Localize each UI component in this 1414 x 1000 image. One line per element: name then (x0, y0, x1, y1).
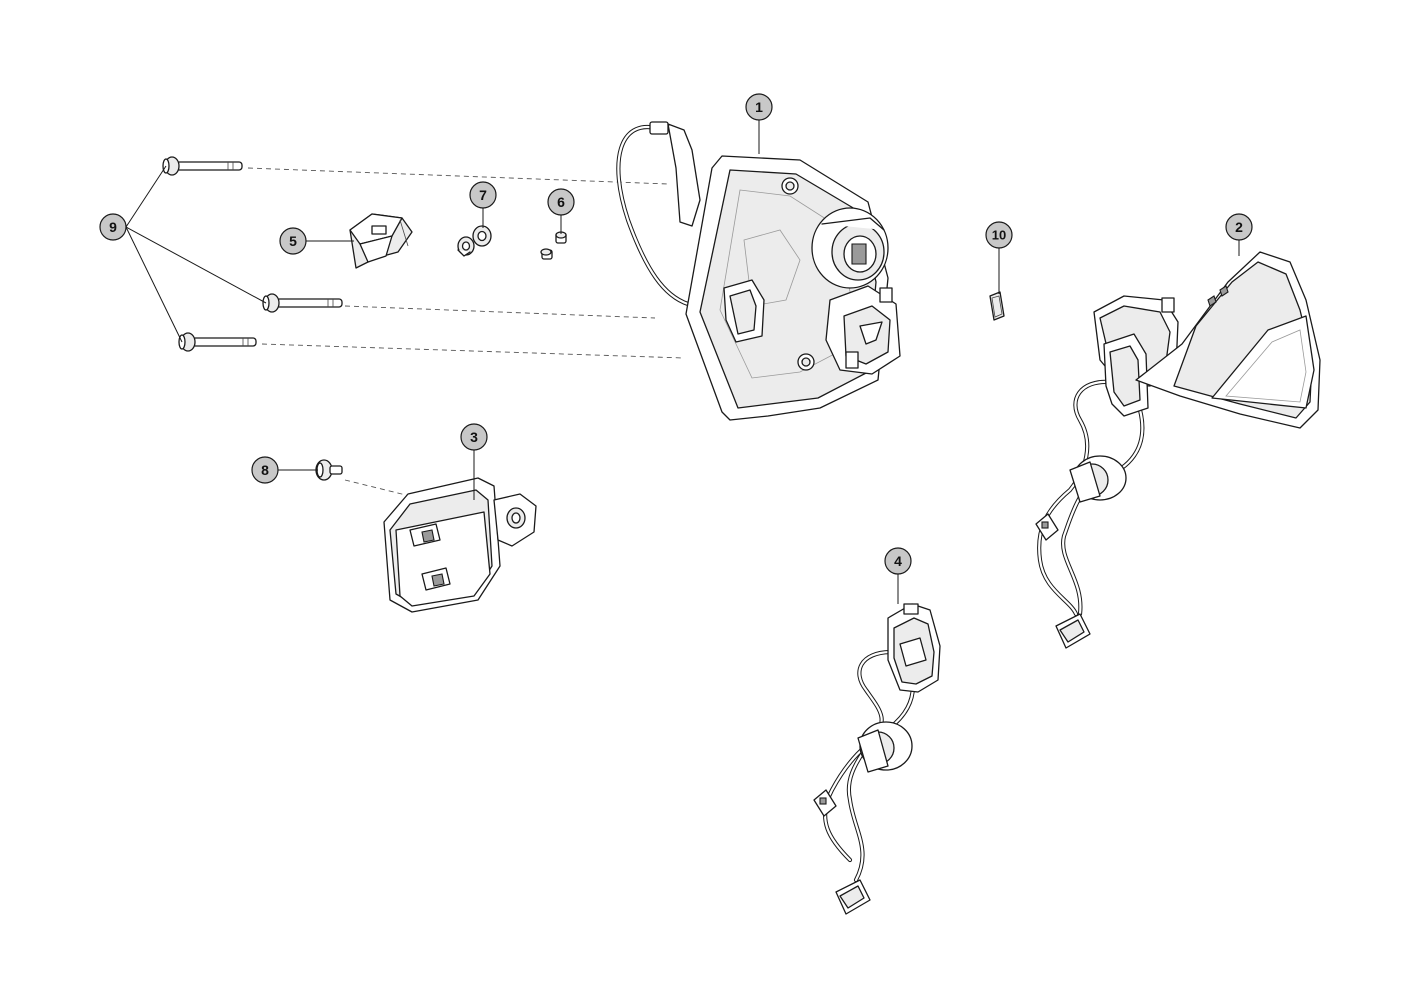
assembly-guide-lines (247, 167, 685, 499)
callout-leaders (125, 120, 1240, 604)
callout-7-label: 7 (479, 187, 487, 203)
callout-9-label: 9 (109, 219, 117, 235)
part-4-sensor-harness (813, 603, 941, 915)
callout-2: 2 (1225, 213, 1253, 241)
part-10-gasket (989, 291, 1005, 321)
callout-9: 9 (99, 213, 127, 241)
callout-7: 7 (469, 181, 497, 209)
part-9-bolts (162, 156, 343, 352)
callout-10-label: 10 (992, 228, 1006, 243)
part-7-nuts (457, 225, 492, 257)
part-2-charge-port-door (1035, 251, 1321, 649)
callout-10: 10 (985, 221, 1013, 249)
part-1-charge-port-assembly (616, 121, 901, 421)
callout-8-label: 8 (261, 462, 269, 478)
callout-3-label: 3 (470, 429, 478, 445)
callout-4: 4 (884, 547, 912, 575)
part-5-bracket (349, 213, 413, 269)
bolt-bottom (178, 332, 257, 352)
callout-1: 1 (745, 93, 773, 121)
callout-1-label: 1 (755, 99, 763, 115)
callout-6: 6 (547, 188, 575, 216)
callout-8: 8 (251, 456, 279, 484)
part-3-control-module (383, 477, 537, 613)
callout-6-label: 6 (557, 194, 565, 210)
callout-4-label: 4 (894, 553, 902, 569)
bolt-middle (262, 293, 343, 313)
part-6-studs (540, 231, 567, 260)
callout-5-label: 5 (289, 233, 297, 249)
callout-3: 3 (460, 423, 488, 451)
part-8-screw (315, 459, 343, 481)
callout-2-label: 2 (1235, 219, 1243, 235)
callout-5: 5 (279, 227, 307, 255)
bolt-top (162, 156, 243, 176)
